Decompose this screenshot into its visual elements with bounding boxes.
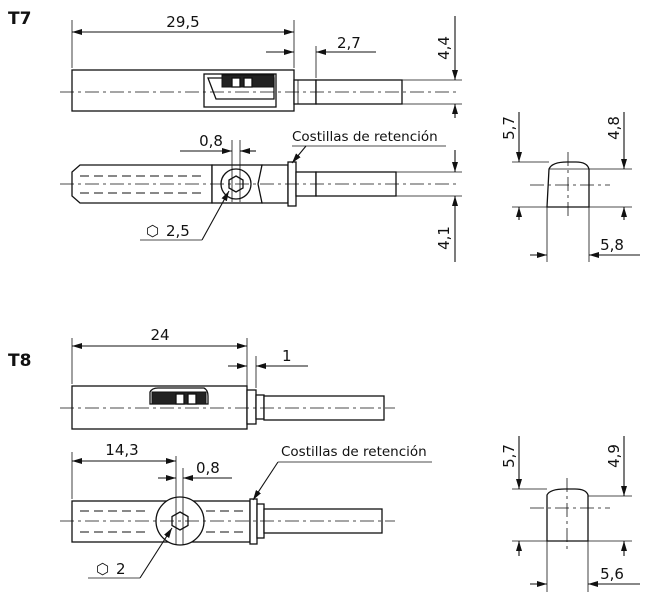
t7-cross-inner-height-value: 4,8 [605,116,623,140]
t8-top-view [60,456,395,546]
t8-cross-inner-height-value: 4,9 [605,444,623,468]
t8-dim-screw-offset: 0,8 [158,459,232,481]
t7-model-label: T7 [8,9,31,29]
t8-gap-value: 1 [282,347,292,365]
t8-cross-section: 5,7 4,9 5,6 [500,436,640,592]
t7-cross-section: 5,7 4,8 5,8 [500,112,640,262]
t8-screw-pos-value: 14,3 [105,441,138,459]
t8-hex-symbol: ⬡ [96,560,109,578]
t7-gap-value: 2,7 [337,34,361,52]
t8-hex-key-callout: ⬡ 2 [88,527,173,579]
t7-dim-gap: 2,7 [266,34,376,78]
t7-side-view [60,69,460,112]
t8-screw-offset-value: 0,8 [196,459,220,477]
t8-length-value: 24 [150,326,169,344]
t8-ribs-label: Costillas de retención [281,444,427,460]
t8-ribs [249,498,258,545]
t8-ribs-callout: Costillas de retención [252,444,432,501]
t8-cross-height-value: 5,7 [500,444,518,468]
t7-dim-screw-offset: 0,8 [180,132,256,154]
t7-cross-height-value: 5,7 [500,116,518,140]
t7-length-value: 29,5 [166,13,199,31]
t8-profile [546,488,589,542]
t7-ribs-label: Costillas de retención [292,129,438,145]
t8-side-view [60,385,395,430]
t8-cross-width-value: 5,6 [600,565,624,583]
t7-top-view [60,140,460,207]
t7-screw-offset-value: 0,8 [199,132,223,150]
t7-hex-key-value: 2,5 [166,222,190,240]
t7-dim-length: 29,5 [71,13,295,68]
t7-cross-width-value: 5,8 [600,236,624,254]
t7-lower-height-value: 4,1 [435,226,453,250]
t8-dim-screw-pos: 14,3 [71,441,176,499]
t8-dim-length: 24 [71,326,248,386]
t7-hex-key-callout: ⬡ 2,5 [140,190,230,241]
t7-dim-side-height: 4,4 [402,16,462,118]
t8-hex-key-value: 2 [116,560,126,578]
t7-hex-symbol: ⬡ [146,222,159,240]
t7-side-height-value: 4,4 [435,36,453,60]
t8-dim-gap: 1 [228,347,308,388]
t7-ribs-callout: Costillas de retención [291,129,446,164]
t8-retainer [246,389,257,425]
t8-model-label: T8 [8,351,31,371]
t7-dim-lower-height: 4,1 [396,150,462,262]
